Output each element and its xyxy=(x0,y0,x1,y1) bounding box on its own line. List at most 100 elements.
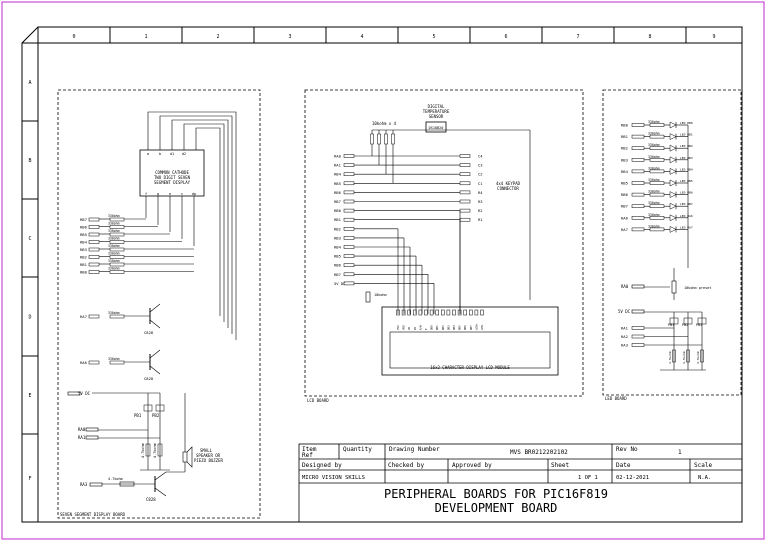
led-res-label: 330ohm xyxy=(648,224,660,228)
display-text-1: COMMON CATHODE xyxy=(155,170,189,175)
resistor-label: 330ohm xyxy=(108,267,120,271)
led-label: LED RB2 xyxy=(680,144,693,148)
led-port-label: RA6 xyxy=(621,215,629,220)
column-marker: 5 xyxy=(432,34,435,40)
led-res-label: 330ohm xyxy=(648,155,660,159)
port-label: RB1 xyxy=(80,262,88,267)
lcd-port-label: RA0 xyxy=(334,154,342,159)
column-marker: 1 xyxy=(144,34,147,40)
q-part-label: C828 xyxy=(144,330,154,335)
lcd-pin-label: LED- xyxy=(480,323,484,330)
ss-ra1-label: RA1 xyxy=(78,435,86,440)
display-pin-label: d2 xyxy=(182,152,186,156)
sensor-label-3: SENSOR xyxy=(429,114,444,119)
led-board-label: LED BOARD xyxy=(605,396,627,401)
speaker-label-1: SMALL xyxy=(200,448,213,453)
lcd-pullup-resistors xyxy=(370,130,395,183)
led-label: LED RB1 xyxy=(680,133,693,137)
row-marker: D xyxy=(28,315,31,321)
lcd-port-label: RB3 xyxy=(334,235,341,240)
ss-pb1-label: PB1 xyxy=(134,413,142,418)
row-marker: A xyxy=(28,80,31,86)
ss-supply-label: 5V DC xyxy=(78,391,91,396)
led-res-label: 330ohm xyxy=(648,213,660,217)
sensor-label-2: TEMPERATURE xyxy=(423,109,450,114)
lcd-pot-label: 10kohm xyxy=(374,293,387,297)
port-label: RB5 xyxy=(80,232,87,237)
tb-rev-value: 1 xyxy=(678,449,682,456)
led-res-pair-label: 4.7kohm xyxy=(668,351,672,364)
tb-rev-label: Rev No xyxy=(616,446,638,453)
keypad-pin-label: C4 xyxy=(478,154,483,159)
tb-approved-by-label: Approved by xyxy=(452,462,492,469)
led-label: LED RB4 xyxy=(680,167,693,171)
lcd-port-label: RB4 xyxy=(334,172,342,177)
led-port-label: RB5 xyxy=(621,181,628,186)
led-pb-label: PB3 xyxy=(696,323,702,327)
keypad-pin-label: C1 xyxy=(478,181,483,186)
led-port-label: RB2 xyxy=(621,146,628,151)
lcd-port-label: 5V DC xyxy=(334,281,345,286)
tb-checked-by-label: Checked by xyxy=(388,462,425,469)
lcd-pin-label: DB6 xyxy=(463,325,467,330)
lcd-pin-label: DB4 xyxy=(452,325,456,330)
display-top-wires xyxy=(147,111,237,340)
led-res-label: 330ohm xyxy=(648,143,660,147)
lcd-left-ports: RA0RA1RB4RB5RB6RB7RB0RB1RB2RB3RB4RB5RB6R… xyxy=(334,154,461,314)
lcd-contrast-pot xyxy=(365,291,371,303)
lcd-port-label: RB7 xyxy=(334,272,341,277)
led-pot-port: RA0 xyxy=(621,284,629,289)
lcd-module xyxy=(381,306,559,376)
display-pin-label: c xyxy=(181,192,183,196)
lcd-port-label: RA1 xyxy=(334,163,342,168)
led-label: LED RA6 xyxy=(680,214,693,218)
lcd-port-label: RB5 xyxy=(334,254,341,259)
tb-item-label: Item xyxy=(302,446,317,453)
lcd-pin-label: VDD xyxy=(402,325,406,330)
lcd-pin-label: VSS xyxy=(396,325,400,330)
keypad-label-1: 4x4 KEYPAD xyxy=(496,181,521,186)
speaker-symbol xyxy=(182,451,188,463)
lcd-port-label: RB6 xyxy=(334,263,342,268)
led-supply-label: 5V DC xyxy=(618,309,631,314)
led-port-label: RB6 xyxy=(621,192,629,197)
column-marker: 2 xyxy=(216,34,219,40)
tb-scale-label: Scale xyxy=(694,462,712,469)
lcd-pin-label: RS xyxy=(413,326,417,330)
led-res-pair-label: 4.7kohm xyxy=(696,351,700,364)
display-pin-label: d1 xyxy=(170,152,174,156)
display-pin-label: b xyxy=(159,152,161,156)
ss-ra0-label: RA0 xyxy=(78,427,86,432)
tb-sheet-label: Sheet xyxy=(551,462,569,469)
lcd-pin-label: LED+ xyxy=(474,323,478,330)
display-pin-label: a xyxy=(147,152,149,156)
row-marker: B xyxy=(28,158,31,164)
led-res-label: 330ohm xyxy=(648,178,660,182)
led-ra-label: RA1 xyxy=(621,326,629,331)
tb-drawing-number-label: Drawing Number xyxy=(389,446,440,453)
tb-date-label: Date xyxy=(616,462,631,469)
column-marker: 6 xyxy=(504,34,507,40)
led-label: LED RB0 xyxy=(680,121,693,125)
speaker-label-3: PIEZO BUZZER xyxy=(194,458,223,463)
led-port-label: RB1 xyxy=(621,134,629,139)
seven-seg-board-outline xyxy=(57,89,261,519)
led-pb-label: PB2 xyxy=(682,323,688,327)
display-pin-label: dp xyxy=(192,192,196,196)
tb-quantity-label: Quantity xyxy=(343,446,372,453)
lcd-pin-label: DB0 xyxy=(430,325,434,330)
led-res-pair-label: 4.7kohm xyxy=(682,351,686,364)
row-marker: E xyxy=(28,393,31,399)
ss-res-pair-2: 4.7kohm xyxy=(153,443,157,458)
led-board-outline xyxy=(602,89,742,396)
tb-ref-label: Ref xyxy=(302,452,313,459)
led-pb-label: PB1 xyxy=(668,323,674,327)
pullups-label: 10kohm x 4 xyxy=(372,121,397,126)
led-label: LED RA7 xyxy=(680,225,693,229)
